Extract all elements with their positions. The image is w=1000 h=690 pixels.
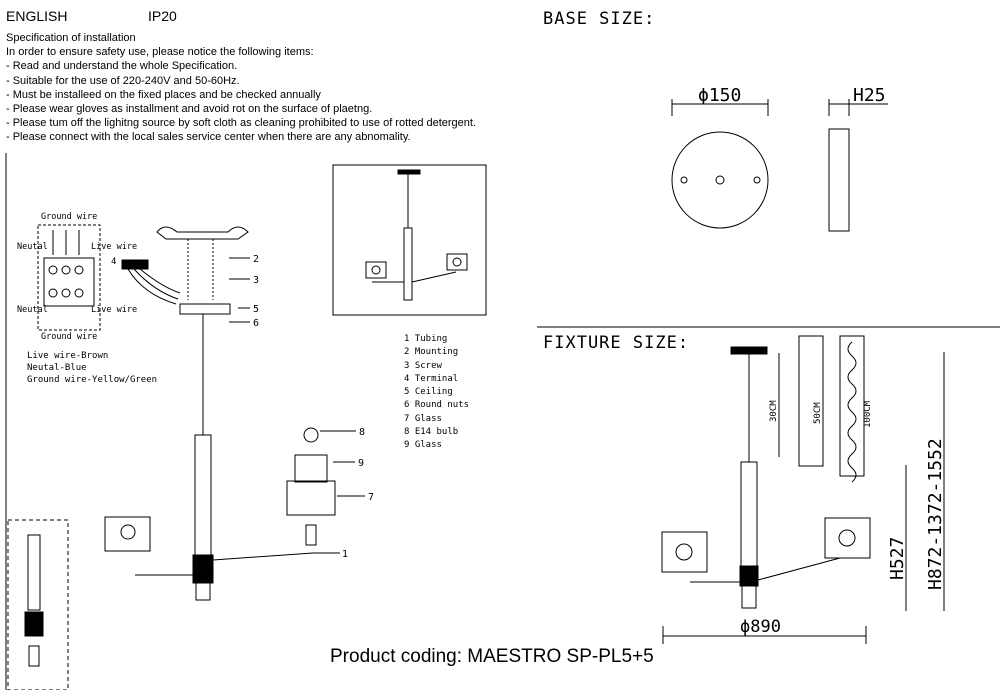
live-bottom-label: Live wire xyxy=(91,305,137,315)
legend-item: 2 Mounting xyxy=(404,347,459,358)
wire-live-note: Live wire-Brown xyxy=(27,351,109,361)
base-plate-side-profile xyxy=(828,128,850,232)
fixture-shade-left xyxy=(661,531,708,573)
legend-item: 7 Glass xyxy=(404,413,442,424)
tube-30-label: 30CM xyxy=(769,400,779,422)
legend-item: 3 Screw xyxy=(404,360,442,371)
neutal-top-label: Neutal xyxy=(17,242,48,252)
chain-100-part xyxy=(839,335,865,477)
legend-item: 4 Terminal xyxy=(404,373,459,384)
spec-item: - Read and understand the whole Specific… xyxy=(6,60,238,73)
terminal-block-frame xyxy=(37,224,101,331)
thumbnail-frame xyxy=(332,164,487,316)
legend-item: 5 Ceiling xyxy=(404,387,453,398)
fixture-overview-thumbnail xyxy=(332,164,487,316)
fixture-shade-right xyxy=(824,517,871,559)
wire-neutal-note: Neutal-Blue xyxy=(27,363,87,373)
parts-legend: 1 Tubing 2 Mounting 3 Screw 4 Terminal 5… xyxy=(404,333,469,453)
fixture-body-tube xyxy=(740,461,758,567)
specification-block: Specification of installation In order t… xyxy=(6,31,546,145)
callout-1: 1 xyxy=(342,549,348,560)
tube-50-label: 50CM xyxy=(813,402,823,424)
base-size-title: BASE SIZE: xyxy=(543,9,656,29)
wire-ground-note: Ground wire-Yellow/Green xyxy=(27,375,158,385)
ip-rating: IP20 xyxy=(148,8,177,24)
spec-intro: In order to ensure safety use, please no… xyxy=(6,46,314,59)
lamp-socket xyxy=(305,524,317,546)
legend-item: 1 Tubing xyxy=(404,334,448,344)
callout-2: 2 xyxy=(253,254,259,265)
wire-color-notes: Live wire-Brown Neutal-Blue Ground wire-… xyxy=(27,350,157,386)
callout-9: 9 xyxy=(358,458,364,469)
wiring-diagram: Ground wire Ground wire Neutal Neutal Li… xyxy=(17,212,181,342)
callout-8: 8 xyxy=(359,427,365,438)
neutal-bottom-label: Neutal xyxy=(17,305,48,315)
live-top-label: Live wire xyxy=(91,242,137,252)
fixture-total-height-label: H872-1372-1552 xyxy=(925,438,946,590)
terminal-block xyxy=(43,257,95,307)
legend-item: 9 Glass xyxy=(404,440,442,451)
glass-outer xyxy=(286,480,336,516)
e14-bulb xyxy=(303,427,319,443)
chain-links xyxy=(847,341,857,483)
base-height-label: H25 xyxy=(853,85,886,106)
installation-exploded-view: 2 3 5 6 1 8 9 7 xyxy=(104,226,374,601)
arm-right xyxy=(212,552,314,561)
product-coding: Product coding: MAESTRO SP-PL5+5 xyxy=(330,646,654,667)
callout-3: 3 xyxy=(253,275,259,286)
rod-assembly-detail xyxy=(7,519,69,690)
spec-item: - Please wear gloves as installment and … xyxy=(6,103,373,116)
terminal-callout: 4 xyxy=(111,257,116,267)
fixture-size-drawing: ϕ890 H527 H872-1372-1552 30CM 50CM 100CM xyxy=(661,335,946,644)
spec-item: - Must be installeed on the fixed places… xyxy=(6,88,321,101)
callout-6: 6 xyxy=(253,318,259,329)
callout-7: 7 xyxy=(368,492,374,503)
tube-50-part xyxy=(798,335,824,467)
detail-frame xyxy=(7,519,69,690)
spec-title: Specification of installation xyxy=(6,32,136,44)
base-hole-center xyxy=(715,175,725,185)
language-label: ENGLISH xyxy=(6,8,68,24)
base-plate-circle xyxy=(671,131,769,229)
legend-item: 6 Round nuts xyxy=(404,400,470,411)
base-hole-right xyxy=(753,176,761,184)
fixture-width-label: ϕ890 xyxy=(740,617,781,637)
base-diameter-label: ϕ150 xyxy=(698,85,741,106)
glass-inner xyxy=(294,454,328,483)
spec-item: - Suitable for the use of 220-240V and 5… xyxy=(6,74,240,87)
base-size-drawing: ϕ150 H25 xyxy=(671,85,888,232)
ceiling-surface xyxy=(156,226,249,240)
fixture-canopy xyxy=(730,346,768,355)
fixture-body-height-label: H527 xyxy=(887,537,908,580)
ceiling-canopy-plate xyxy=(179,303,231,315)
base-hole-left xyxy=(680,176,688,184)
chain-100-label: 100CM xyxy=(863,400,873,428)
callout-5: 5 xyxy=(253,304,259,315)
legend-item: 8 E14 bulb xyxy=(404,427,459,438)
fixture-arm-right xyxy=(757,557,841,581)
terminal-connector xyxy=(121,259,149,270)
shade-left xyxy=(104,516,151,552)
fixture-size-title: FIXTURE SIZE: xyxy=(543,333,690,353)
ground-wire-bottom-label: Ground wire xyxy=(41,332,97,342)
ground-wire-top-label: Ground wire xyxy=(41,212,97,222)
body-tube xyxy=(194,434,212,556)
spec-item: - Please tum off the lighitng source by … xyxy=(6,117,477,130)
spec-item: - Please connect with the local sales se… xyxy=(6,131,411,144)
